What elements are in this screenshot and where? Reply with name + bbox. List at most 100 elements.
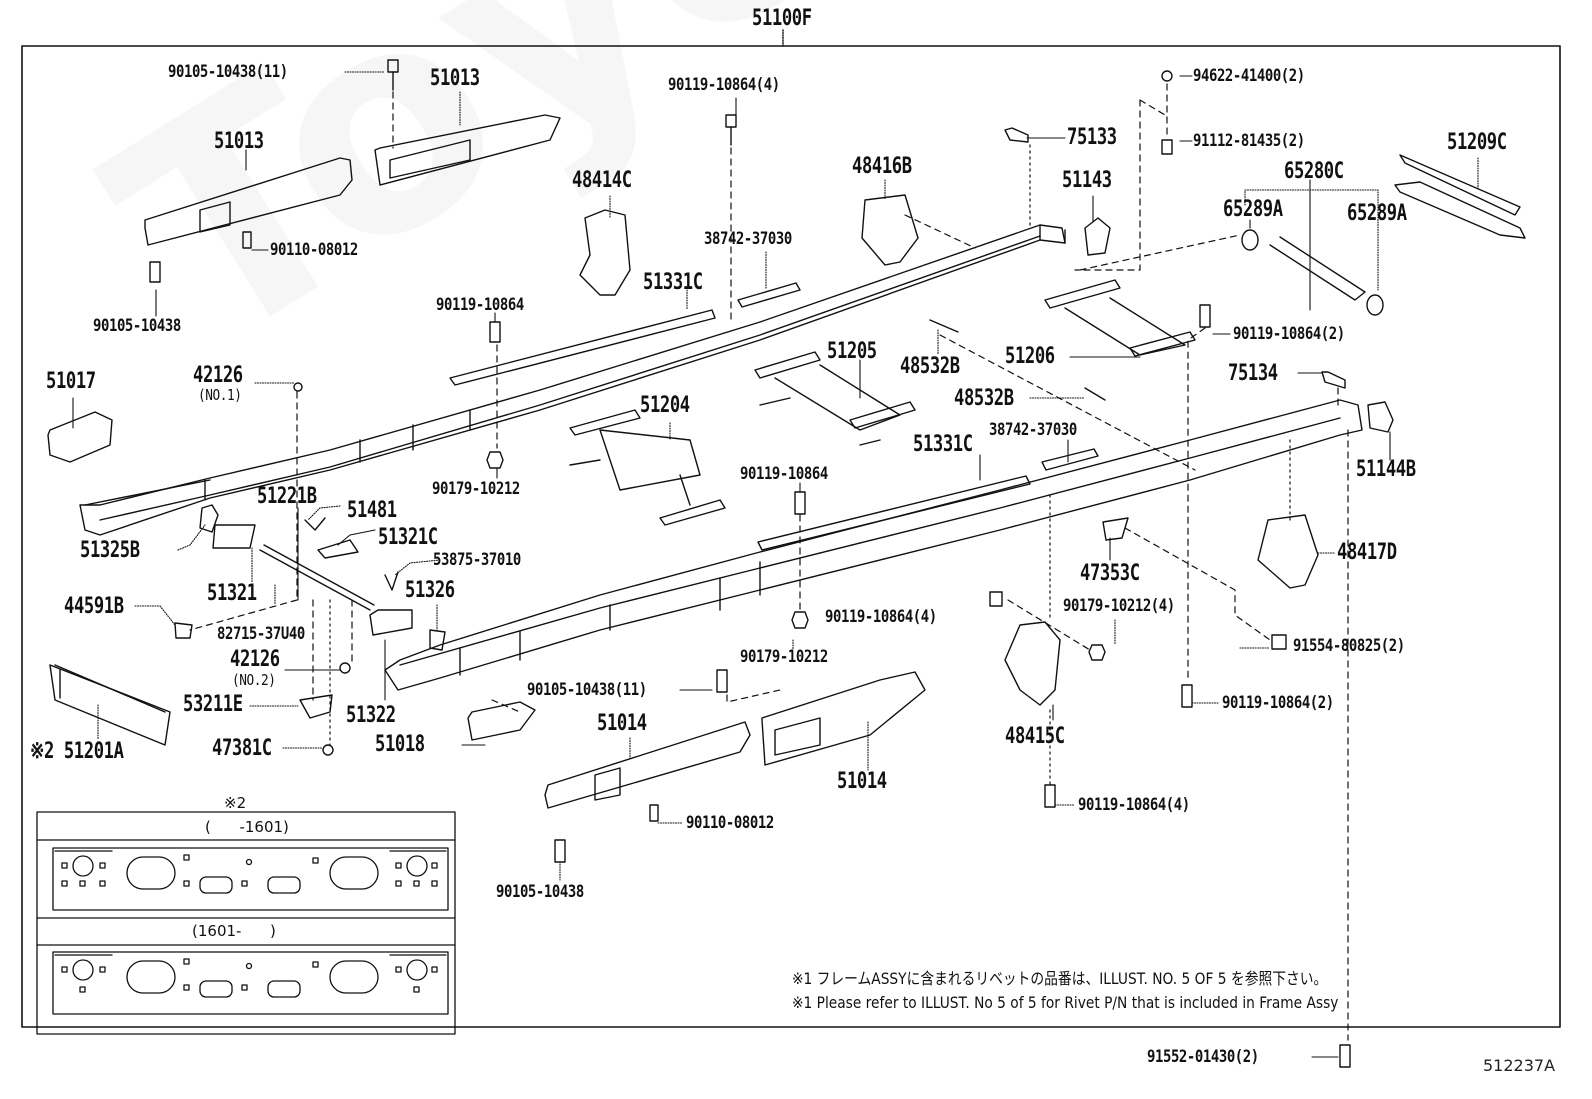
part-label[interactable]: 90119-10864 (740, 464, 828, 484)
bracket-48414C (579, 209, 631, 296)
part-label[interactable]: 51204 (640, 393, 690, 418)
part-label[interactable]: 75133 (1067, 125, 1117, 150)
part-label[interactable]: 51331C (913, 432, 973, 457)
bracket-51322 (369, 609, 413, 636)
part-label[interactable]: 90119-10864(4) (668, 75, 780, 95)
plate-38742-37030 (737, 282, 1099, 471)
part-label[interactable]: 90179-10212(4) (1063, 596, 1175, 616)
part-label[interactable]: 51013 (214, 129, 264, 154)
part-label[interactable]: 51206 (1005, 344, 1055, 369)
note-japanese: ※1 フレームASSYに含まれるリベットの品番は、ILLUST. NO. 5 O… (792, 969, 1328, 988)
frame-side-rail-left (79, 224, 1066, 536)
inset-panel-2 (52, 951, 449, 1015)
part-label[interactable]: 48532B (954, 386, 1014, 411)
pin-48532B (929, 319, 1106, 401)
part-label[interactable]: 51221B (257, 484, 317, 509)
install-dashes (189, 83, 1349, 1041)
bracket-51325B (199, 504, 219, 533)
part-label[interactable]: 65289A (1223, 197, 1283, 222)
part-label[interactable]: 53875-37010 (433, 550, 521, 570)
part-label[interactable]: 90105-10438(11) (527, 680, 647, 700)
part-label[interactable]: 51018 (375, 732, 425, 757)
fasteners (149, 59, 1351, 1068)
part-label[interactable]: 48414C (572, 168, 632, 193)
bracket-75133 (1004, 127, 1029, 143)
part-label[interactable]: 38742-37030 (704, 229, 792, 249)
part-label-51100F[interactable]: 51100F (752, 6, 812, 31)
part-label[interactable]: 90119-10864 (436, 295, 524, 315)
crossmember-51201A (49, 664, 171, 746)
part-label-sub: (NO.2) (232, 671, 276, 689)
leader-lines (72, 71, 1479, 1058)
part-label[interactable]: 90105-10438 (496, 882, 584, 902)
part-label[interactable]: 42126 (230, 647, 280, 672)
bracket-51017 (47, 411, 113, 463)
extension-51014-left (544, 721, 751, 809)
part-label[interactable]: 51321 (207, 581, 257, 606)
extension-51013-top (374, 114, 561, 186)
inset-range-label: ( -1601) (205, 818, 289, 836)
reinforcement-51331C-mid (757, 475, 1031, 551)
tube-65280C (1241, 229, 1384, 316)
part-label[interactable]: 53211E (183, 692, 243, 717)
part-label[interactable]: 91554-80825(2) (1293, 636, 1405, 656)
part-label[interactable]: 75134 (1228, 361, 1278, 386)
part-label[interactable]: 90119-10864(4) (1078, 795, 1190, 815)
part-label[interactable]: 51325B (80, 538, 140, 563)
part-label[interactable]: 51209C (1447, 130, 1507, 155)
part-label[interactable]: 51144B (1356, 457, 1416, 482)
part-label[interactable]: 42126 (193, 363, 243, 388)
part-label[interactable]: 90179-10212 (740, 647, 828, 667)
part-label[interactable]: 90119-10864(2) (1233, 324, 1345, 344)
part-label[interactable]: 90179-10212 (432, 479, 520, 499)
part-label[interactable]: 44591B (64, 594, 124, 619)
part-label[interactable]: 90119-10864(2) (1222, 693, 1334, 713)
part-label[interactable]: 47381C (212, 736, 272, 761)
part-label[interactable]: 90119-10864(4) (825, 607, 937, 627)
part-label[interactable]: 51326 (405, 578, 455, 603)
bracket-48417D (1257, 514, 1319, 589)
part-label[interactable]: 51321C (378, 525, 438, 550)
part-label[interactable]: 91112-81435(2) (1193, 131, 1305, 151)
part-label[interactable]: 48415C (1005, 724, 1065, 749)
inset-box (36, 811, 456, 1035)
part-label[interactable]: 94622-41400(2) (1193, 66, 1305, 86)
part-label[interactable]: 90110-08012 (686, 813, 774, 833)
part-label[interactable]: 65280C (1284, 159, 1344, 184)
extension-51013-left (144, 157, 353, 246)
bracket-75134 (1321, 371, 1346, 389)
part-label[interactable]: 51205 (827, 339, 877, 364)
crossmember-51205 (754, 351, 916, 446)
part-label[interactable]: 51013 (430, 66, 480, 91)
part-label[interactable]: 91552-01430(2) (1147, 1047, 1259, 1067)
part-label[interactable]: 82715-37U40 (217, 624, 305, 644)
frame-side-rail-right (384, 399, 1363, 691)
part-label[interactable]: 51014 (837, 769, 887, 794)
crossmember-51209C (1394, 154, 1526, 239)
note-english: ※1 Please refer to ILLUST. No 5 of 5 for… (792, 993, 1339, 1012)
extension-51014-right (761, 671, 926, 766)
bracket-48415C (1004, 621, 1061, 706)
part-label[interactable]: 38742-37030 (989, 420, 1077, 440)
bracket-44591B (174, 622, 193, 639)
part-label[interactable]: 65289A (1347, 201, 1407, 226)
part-label[interactable]: 48532B (900, 354, 960, 379)
part-label[interactable]: 51017 (46, 369, 96, 394)
part-label[interactable]: 47353C (1080, 561, 1140, 586)
part-label[interactable]: 90105-10438 (93, 316, 181, 336)
part-label[interactable]: 51481 (347, 498, 397, 523)
bracket-51326 (429, 629, 446, 651)
part-label[interactable]: 51331C (643, 270, 703, 295)
part-label[interactable]: 51322 (346, 703, 396, 728)
bracket-51321 (212, 524, 256, 549)
part-label[interactable]: 48416B (852, 154, 912, 179)
part-label[interactable]: 51143 (1062, 168, 1112, 193)
inset-range-label: (1601- ) (192, 922, 276, 940)
part-label[interactable]: 90105-10438(11) (168, 62, 288, 82)
part-label[interactable]: 48417D (1337, 540, 1397, 565)
part-label[interactable]: 51014 (597, 711, 647, 736)
part-label[interactable]: 90110-08012 (270, 240, 358, 260)
crossmember-51204 (569, 409, 726, 526)
part-label[interactable]: ※2 51201A (30, 739, 124, 764)
